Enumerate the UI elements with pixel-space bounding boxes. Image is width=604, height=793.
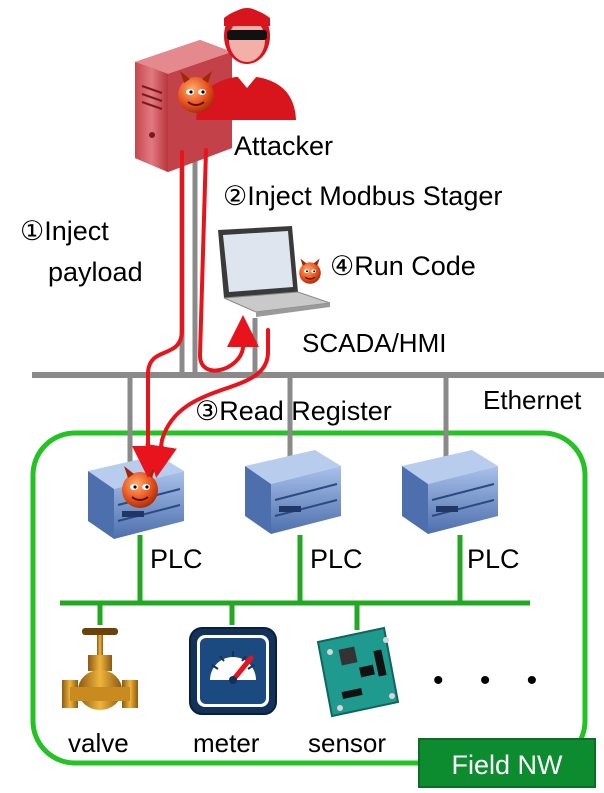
step2-label: ②Inject Modbus Stager bbox=[223, 181, 502, 211]
valve-label: valve bbox=[68, 728, 129, 758]
more-devices-ellipsis: • • • bbox=[433, 664, 551, 697]
valve-icon bbox=[62, 628, 138, 710]
ethernet-label: Ethernet bbox=[483, 385, 582, 415]
devil-malware-icon bbox=[122, 466, 158, 508]
devil-malware-icon bbox=[178, 71, 214, 113]
plc-device-icon bbox=[402, 450, 498, 534]
attack-path-read-register bbox=[145, 328, 270, 478]
circuit-board-sensor-icon bbox=[316, 626, 400, 718]
scada-label: SCADA/HMI bbox=[302, 328, 446, 358]
field-network-badge: Field NW bbox=[418, 738, 596, 788]
devil-malware-icon bbox=[299, 258, 321, 284]
plc2-label: PLC bbox=[310, 544, 363, 574]
hacker-person-icon bbox=[196, 8, 296, 120]
step1-label-line2: payload bbox=[48, 257, 143, 287]
sensor-label: sensor bbox=[308, 728, 386, 758]
gauge-meter-icon bbox=[189, 627, 277, 715]
attack-path-modbus-stager bbox=[197, 148, 259, 373]
plc1-label: PLC bbox=[150, 544, 203, 574]
step1-label-line1: ①Inject bbox=[20, 216, 109, 246]
field-network-boundary bbox=[30, 430, 588, 766]
attacker-label: Attacker bbox=[234, 131, 333, 161]
attack-path-inject-payload bbox=[132, 150, 184, 478]
laptop-icon bbox=[218, 226, 331, 317]
step3-label: ③Read Register bbox=[195, 396, 392, 426]
plc-device-icon bbox=[245, 450, 341, 534]
step4-label: ④Run Code bbox=[330, 251, 476, 281]
plc3-label: PLC bbox=[467, 544, 520, 574]
meter-label: meter bbox=[193, 728, 260, 758]
